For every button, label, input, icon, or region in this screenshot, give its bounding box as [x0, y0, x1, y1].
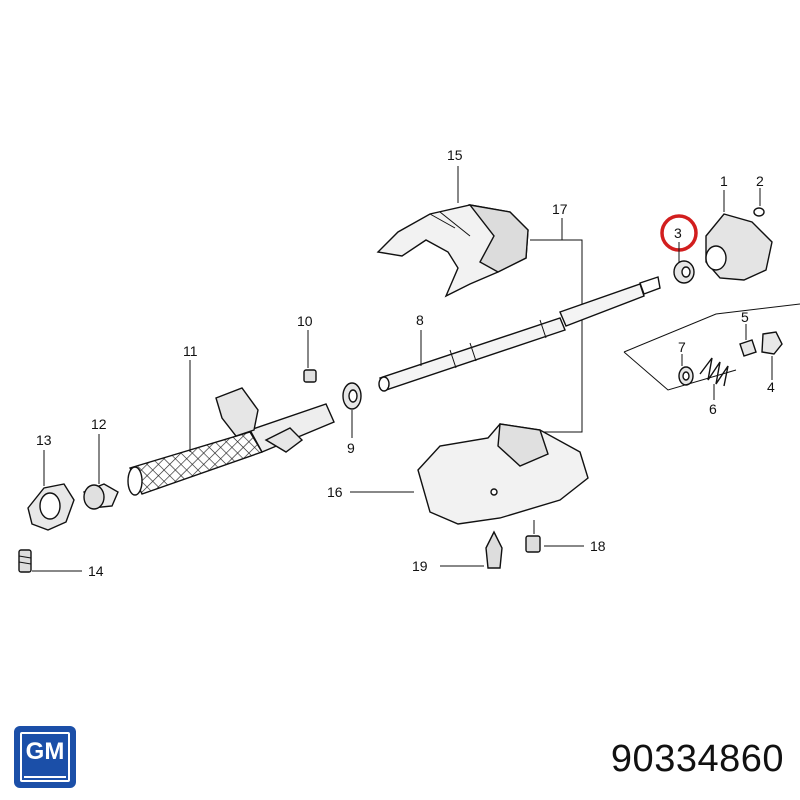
washer-plate-part [739, 339, 757, 357]
callout-15: 15 [447, 147, 463, 163]
clip-part [303, 369, 317, 383]
callout-11: 11 [183, 343, 198, 359]
lower-shroud-part [417, 423, 589, 525]
column-jacket-part [127, 387, 335, 496]
callout-3: 3 [674, 225, 682, 241]
bolt-part [18, 549, 32, 573]
callout-9: 9 [347, 440, 355, 456]
callout-4: 4 [767, 379, 775, 395]
callout-7: 7 [678, 339, 686, 355]
screw-18-part [525, 535, 541, 553]
lock-housing-part [705, 213, 773, 281]
end-cap-part [83, 483, 119, 510]
callout-19: 19 [412, 558, 428, 574]
callout-5: 5 [741, 309, 749, 325]
callout-8: 8 [416, 312, 424, 328]
part-number: 90334860 [610, 738, 784, 780]
callout-1: 1 [720, 173, 728, 189]
gm-logo: GM [14, 726, 76, 788]
bushing-part [673, 260, 695, 284]
pin-part [753, 207, 765, 217]
callout-6: 6 [709, 401, 717, 417]
spring-part [699, 357, 729, 387]
bearing-ring-part [342, 382, 362, 410]
gm-logo-text: GM [25, 738, 65, 765]
screw-19-part [485, 530, 503, 569]
steering-shaft-part [378, 276, 661, 392]
callout-12: 12 [91, 416, 107, 432]
callout-17: 17 [552, 201, 568, 217]
upper-shroud-part [376, 203, 529, 298]
callout-2: 2 [756, 173, 764, 189]
callout-18: 18 [590, 538, 606, 554]
callout-16: 16 [327, 484, 343, 500]
callout-13: 13 [36, 432, 52, 448]
washer-part [678, 366, 694, 386]
nut-part [761, 331, 783, 355]
bearing-housing-part [27, 483, 75, 531]
callout-14: 14 [88, 563, 104, 579]
callout-10: 10 [297, 313, 313, 329]
